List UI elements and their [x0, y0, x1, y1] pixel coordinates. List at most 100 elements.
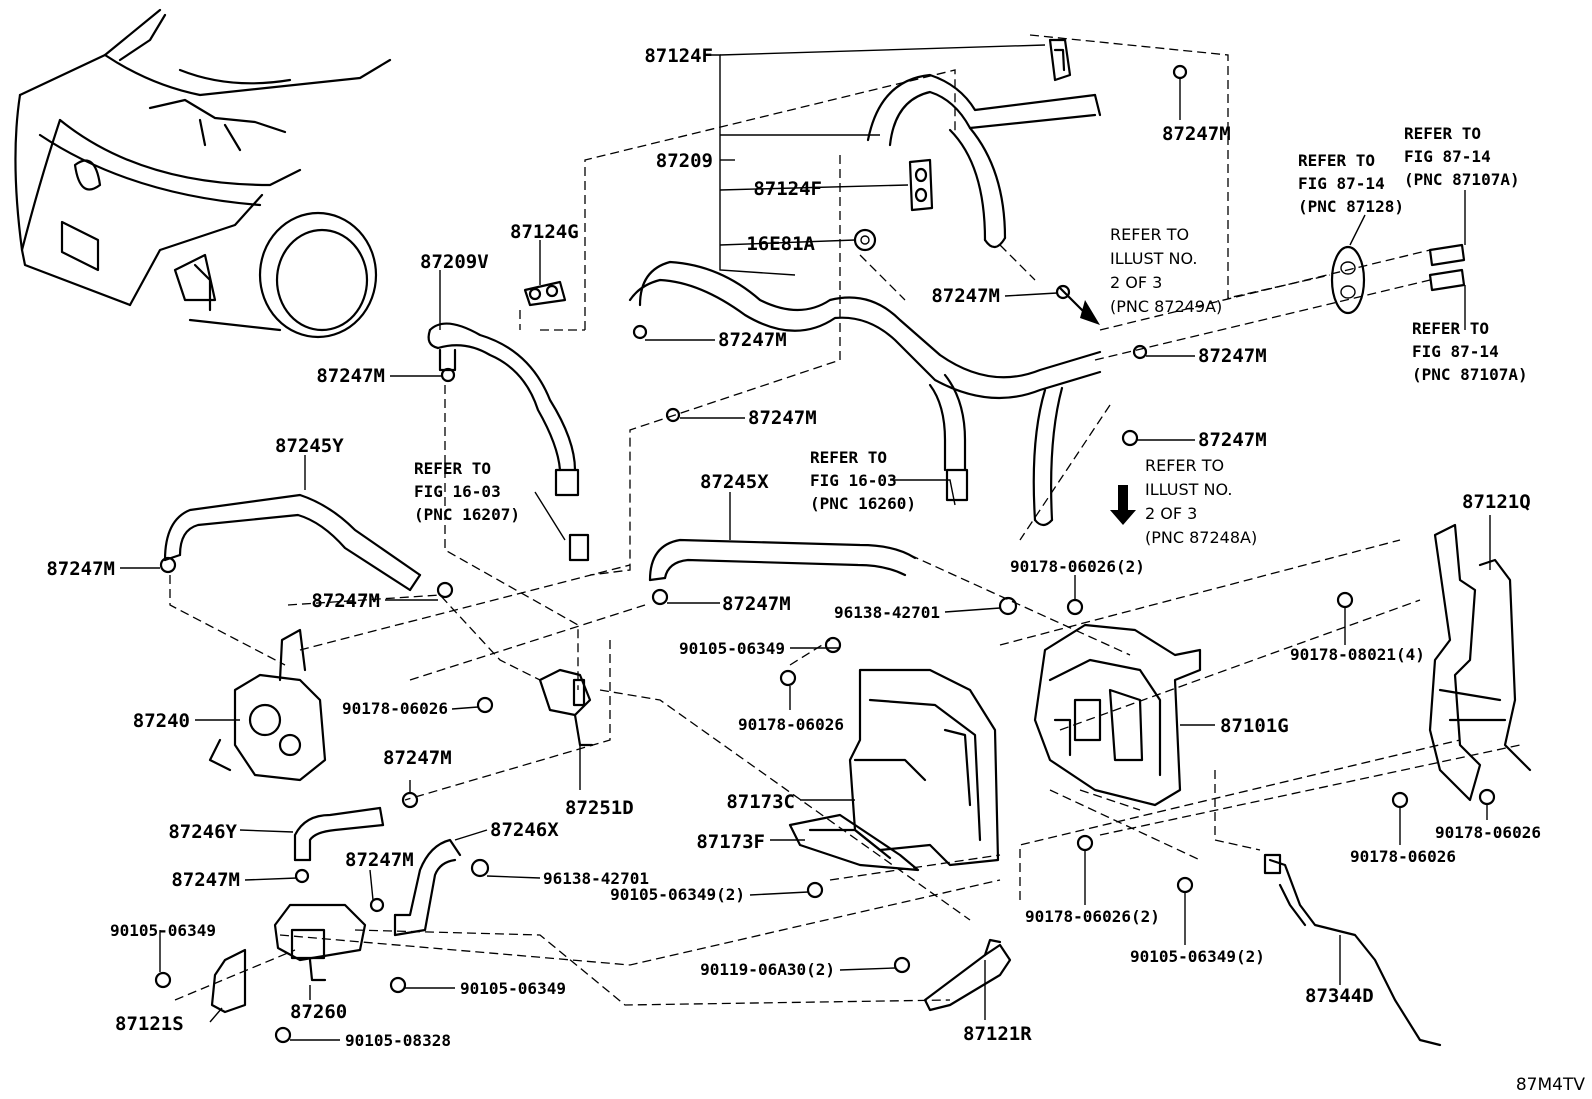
bracket-87121R [923, 938, 1012, 1012]
label-87124F-mid: 87124F [753, 178, 822, 200]
cap-16E81A [853, 228, 877, 252]
ref-line: REFER TO [1110, 225, 1189, 244]
label-87121Q: 87121Q [1462, 491, 1531, 513]
cover-87173C [848, 668, 1000, 867]
label-87247M-q: 87247M [345, 849, 414, 871]
ref-line: (PNC 87248A) [1145, 528, 1257, 547]
bracket-87251D [538, 668, 594, 747]
label-87247M-w: 87247M [171, 869, 240, 891]
label-87247M-p: 87247M [383, 747, 452, 769]
label-87247M-x: 87247M [722, 593, 791, 615]
diagram-code: 87M4TV [1516, 1075, 1585, 1095]
label-87260: 87260 [290, 1001, 347, 1023]
ref-fig8714-pnc87107A-top: REFER TO FIG 87-14 (PNC 87107A) [1404, 124, 1520, 189]
clamps [159, 64, 1188, 913]
cover-87173F [788, 813, 920, 872]
label-87240: 87240 [133, 710, 190, 732]
hose-87245X [648, 538, 917, 582]
label-90105-08328: 90105-08328 [345, 1031, 451, 1050]
label-90105-06349-b: 90105-06349 [460, 979, 566, 998]
label-87247M-c1: 87247M [718, 329, 787, 351]
ref-line: FIG 16-03 [810, 471, 897, 490]
clip-87124F-mid [908, 158, 934, 212]
ref-line: (PNC 16207) [414, 505, 520, 524]
label-87121S: 87121S [115, 1013, 184, 1035]
label-90178-06026-c: 90178-06026 [1350, 847, 1456, 866]
unit-87101G [1033, 623, 1202, 807]
label-87173C: 87173C [726, 791, 795, 813]
label-87247M-top-right: 87247M [1162, 123, 1231, 145]
label-87209V: 87209V [420, 251, 489, 273]
label-87209: 87209 [656, 150, 713, 172]
label-90105-06349-a: 90105-06349 [110, 921, 216, 940]
label-87101G: 87101G [1220, 715, 1289, 737]
label-87247M-l2: 87247M [311, 590, 380, 612]
label-87247M-r1: 87247M [1198, 345, 1267, 367]
label-87344D: 87344D [1305, 985, 1374, 1007]
bracket-87121S [210, 948, 247, 1014]
arrows [1058, 286, 1136, 525]
label-90105-06349-2a: 90105-06349(2) [610, 885, 745, 904]
ref-line: FIG 16-03 [414, 482, 501, 501]
label-90105-06349-c: 90105-06349 [679, 639, 785, 658]
hose-87209V [427, 322, 580, 497]
hose-87246X [393, 838, 462, 937]
ref-line: FIG 87-14 [1404, 147, 1491, 166]
label-90178-06026-a: 90178-06026 [342, 699, 448, 718]
ref-line: REFER TO [1145, 456, 1224, 475]
ref-line: (PNC 87128) [1298, 197, 1404, 216]
label-87247M-left: 87247M [46, 558, 115, 580]
ref-line: (PNC 87107A) [1412, 365, 1528, 384]
label-87246X: 87246X [490, 819, 559, 841]
label-90105-06349-2b: 90105-06349(2) [1130, 947, 1265, 966]
label-87173F: 87173F [696, 831, 765, 853]
ref-illust-pnc87248A: REFER TO ILLUST NO. 2 OF 3 (PNC 87248A) [1145, 456, 1257, 547]
label-87245X: 87245X [700, 471, 769, 493]
label-90119-06A30-2: 90119-06A30(2) [700, 960, 835, 979]
ref-line: FIG 87-14 [1298, 174, 1385, 193]
ref-line: 2 OF 3 [1145, 504, 1197, 523]
clip-87124F-top [1048, 38, 1072, 82]
label-87247M-r2: 87247M [1198, 429, 1267, 451]
label-87124F-top: 87124F [644, 45, 713, 67]
vehicle-front-outline [14, 8, 392, 339]
ref-illust-pnc87249A: REFER TO ILLUST NO. 2 OF 3 (PNC 87249A) [1110, 225, 1222, 316]
ref-line: REFER TO [810, 448, 887, 467]
label-16E81A: 16E81A [746, 233, 815, 255]
guide-lines [169, 34, 1521, 1006]
hose-87245Y [163, 493, 422, 592]
label-87247M-c2: 87247M [748, 407, 817, 429]
ref-line: REFER TO [1298, 151, 1375, 170]
label-87121R: 87121R [963, 1023, 1032, 1045]
label-90178-06026-2b: 90178-06026(2) [1025, 907, 1160, 926]
label-96138-42701-a: 96138-42701 [543, 869, 649, 888]
label-90178-06026-2: 90178-06026(2) [1010, 557, 1145, 576]
ref-fig1603-pnc16207: REFER TO FIG 16-03 (PNC 16207) [414, 459, 520, 524]
ref-line: (PNC 16260) [810, 494, 916, 513]
connector-16207 [568, 533, 590, 562]
label-90178-06026-d: 90178-06026 [1435, 823, 1541, 842]
ref-line: REFER TO [1404, 124, 1481, 143]
ref-line: (PNC 87249A) [1110, 297, 1222, 316]
ref-fig8714-pnc87107A-bottom: REFER TO FIG 87-14 (PNC 87107A) [1412, 319, 1528, 384]
hose-87124F-upper [866, 73, 1102, 249]
label-90178-06026-b: 90178-06026 [738, 715, 844, 734]
label-96138-42701-b: 96138-42701 [834, 603, 940, 622]
label-87251D: 87251D [565, 797, 634, 819]
ref-line: REFER TO [1412, 319, 1489, 338]
fittings-87107A [1428, 190, 1466, 330]
label-87247M-v: 87247M [316, 365, 385, 387]
pump-87240 [208, 628, 327, 782]
bracket-87121Q [1428, 523, 1532, 802]
ref-line: ILLUST NO. [1110, 249, 1197, 268]
clip-87124G [523, 280, 567, 307]
ref-line: 2 OF 3 [1110, 273, 1162, 292]
leader-lines [120, 44, 1491, 1041]
ref-fig8714-pnc87128: REFER TO FIG 87-14 (PNC 87128) [1298, 151, 1404, 216]
label-90178-08021-4: 90178-08021(4) [1290, 645, 1425, 664]
label-87247M-mid: 87247M [931, 285, 1000, 307]
label-87124G: 87124G [510, 221, 579, 243]
ref-line: FIG 87-14 [1412, 342, 1499, 361]
